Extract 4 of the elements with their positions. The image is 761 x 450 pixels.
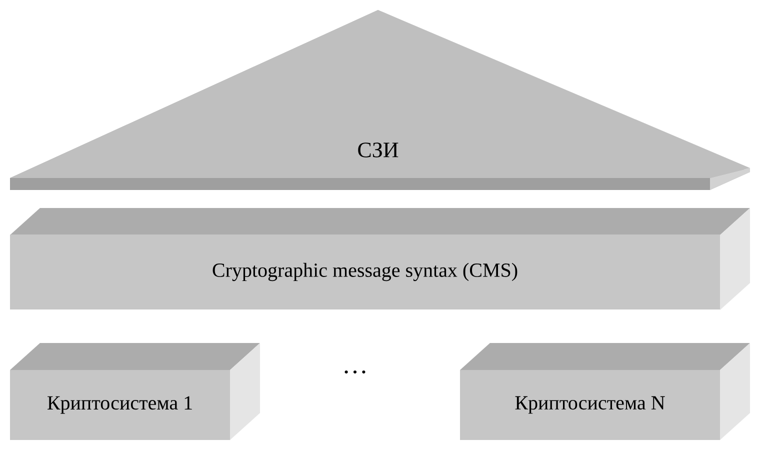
ellipsis-label: … xyxy=(344,370,366,374)
block-box: Криптосистема 1 xyxy=(10,342,260,440)
block-box: Cryptographic message syntax (CMS) xyxy=(10,208,750,310)
block-box: Криптосистема N xyxy=(460,342,750,440)
